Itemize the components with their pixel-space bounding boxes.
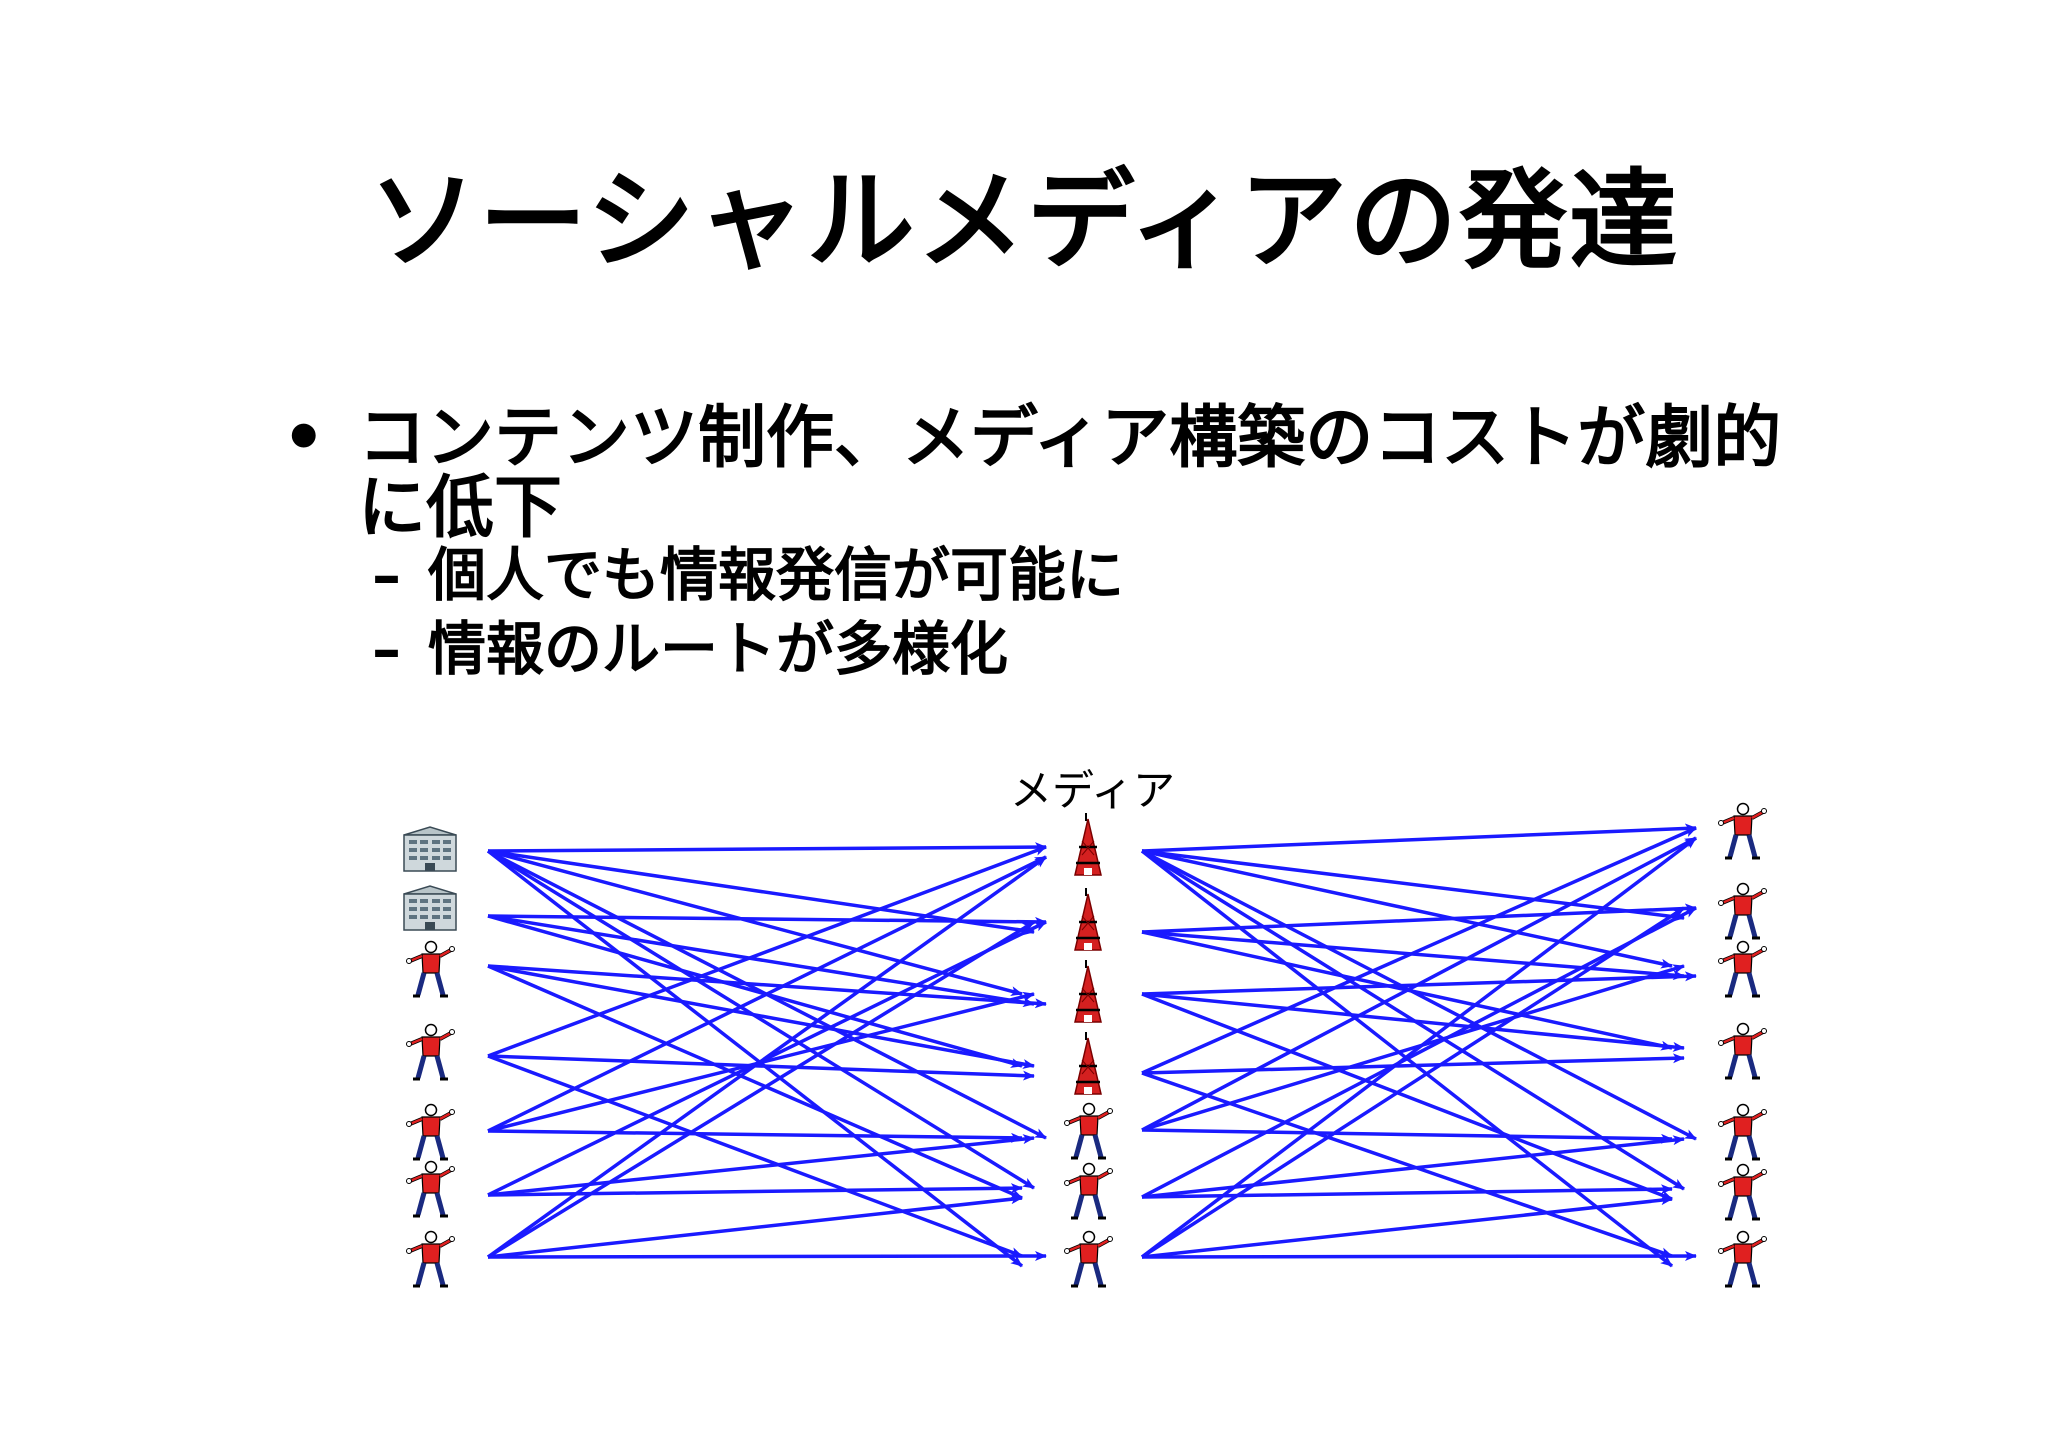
sub-bullet-text: 個人でも情報発信が可能に	[428, 541, 1125, 609]
person-icon	[1065, 1164, 1113, 1219]
building-icon	[403, 826, 457, 872]
bullet-item: • コンテンツ制作、メディア構築のコストが劇的に低下	[282, 404, 1842, 544]
flow-arrow	[487, 849, 1035, 936]
person-icon	[407, 942, 455, 997]
flow-arrow	[1141, 992, 1673, 1201]
flow-arrow	[1141, 1184, 1673, 1199]
bullet-marker: •	[282, 399, 326, 478]
person-icon	[407, 1162, 455, 1217]
flow-arrow	[1141, 823, 1697, 853]
person-icon	[1065, 1232, 1113, 1287]
flow-arrow	[487, 964, 1035, 1069]
person-icon	[1719, 1024, 1767, 1079]
sub-bullet-marker: –	[372, 615, 401, 683]
flow-arrow	[487, 1183, 1023, 1197]
flow-arrow	[487, 1054, 1035, 1081]
flow-arrow	[1141, 992, 1685, 1052]
flow-arrow	[487, 1251, 1047, 1262]
flow-arrow	[1141, 849, 1697, 1141]
flow-arrow	[487, 964, 1023, 1200]
media-label: メディア	[1010, 766, 1176, 815]
flow-arrow	[487, 1129, 1023, 1143]
person-icon	[1719, 1165, 1767, 1220]
flow-arrow	[1141, 1053, 1685, 1075]
tower-icon	[1073, 958, 1103, 1024]
nodes-layer	[403, 804, 1767, 1287]
person-icon	[1719, 942, 1767, 997]
person-icon	[1719, 1105, 1767, 1160]
flow-arrow	[487, 914, 1023, 1068]
flow-arrow	[1141, 836, 1697, 1132]
sub-bullet-item: –情報のルートが多様化	[372, 620, 1008, 678]
tower-icon	[1073, 811, 1103, 877]
sub-bullet-item: –個人でも情報発信が可能に	[372, 546, 1124, 604]
person-icon	[407, 1105, 455, 1160]
flow-arrow	[487, 849, 1023, 996]
person-icon	[407, 1232, 455, 1287]
person-icon	[1719, 884, 1767, 939]
sub-bullet-text: 情報のルートが多様化	[428, 615, 1009, 683]
flow-arrow	[1141, 849, 1685, 922]
flow-arrow	[486, 855, 1048, 1259]
flow-arrow	[487, 849, 1035, 1190]
flow-arrow	[1140, 836, 1698, 1259]
flow-arrow	[487, 1134, 1035, 1197]
flow-arrow	[1141, 903, 1697, 934]
flow-arrow	[1141, 849, 1673, 969]
flow-arrow	[487, 914, 1035, 1008]
tower-icon	[1073, 886, 1103, 952]
flow-arrow	[487, 845, 1047, 1058]
flow-arrow	[487, 914, 1047, 927]
person-icon	[1719, 804, 1767, 859]
flow-arrow	[487, 1194, 1023, 1259]
flow-arrow	[1141, 826, 1697, 1075]
bullet-text: コンテンツ制作、メディア構築のコストが劇的に低下	[358, 399, 1782, 548]
flow-arrow	[1141, 1195, 1673, 1259]
flow-arrow	[486, 849, 1024, 1268]
flow-arrow	[487, 920, 1035, 1259]
flow-arrow	[1141, 964, 1685, 1132]
flow-arrow	[487, 1054, 1023, 1258]
sub-bullet-marker: –	[372, 541, 401, 609]
person-icon	[1065, 1104, 1113, 1159]
flow-arrow	[1141, 906, 1697, 1199]
building-icon	[403, 885, 457, 931]
flow-arrow	[1141, 906, 1685, 1259]
slide-title: ソーシャルメディアの発達	[368, 159, 1680, 284]
flow-arrow	[1141, 1251, 1697, 1262]
flow-arrow	[487, 855, 1047, 1133]
person-icon	[1719, 1232, 1767, 1287]
flow-arrow	[1141, 1128, 1673, 1144]
flow-arrow	[487, 842, 1047, 853]
tower-icon	[1073, 1030, 1103, 1096]
arrows-layer	[486, 823, 1698, 1268]
flow-arrow	[487, 964, 1047, 1009]
person-icon	[407, 1025, 455, 1080]
